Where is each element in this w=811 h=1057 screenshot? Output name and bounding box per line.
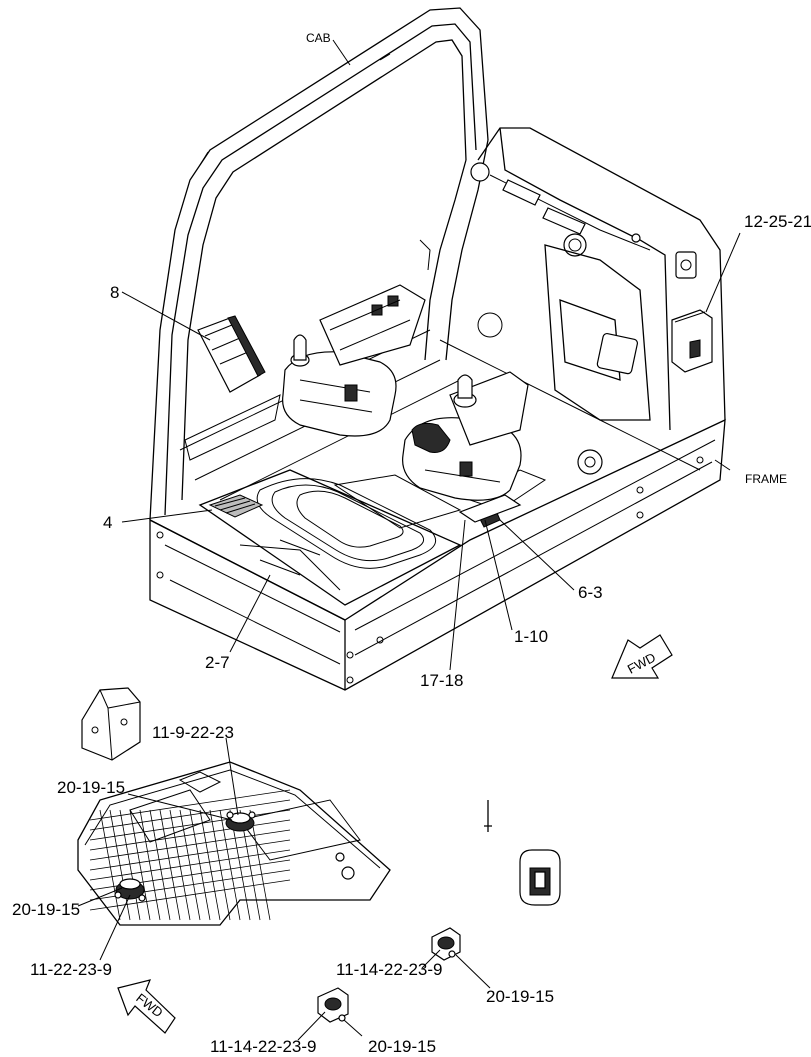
callout-8: 8: [110, 283, 119, 302]
callout-20-19-15-right: 20-19-15: [486, 987, 554, 1006]
callout-17-18: 17-18: [420, 671, 463, 690]
mount-bottom: [317, 987, 349, 1023]
fwd-arrow-upper: [611, 634, 673, 679]
callout-11-14-22-23-9-a: 11-14-22-23-9: [336, 960, 442, 979]
mount-top: [225, 811, 256, 832]
grid-pattern: [89, 789, 291, 921]
cab-frame: [149, 7, 726, 521]
callout-2-7: 2-7: [205, 653, 230, 672]
part-8-box: [197, 315, 266, 393]
callout-11-14-22-23-9-b: 11-14-22-23-9: [210, 1037, 316, 1056]
bracket-line: [484, 800, 492, 832]
callout-1-10: 1-10: [514, 627, 548, 646]
callout-20-19-15-bottom: 20-19-15: [368, 1037, 436, 1056]
base-frame: [149, 239, 726, 691]
console-assembly: [282, 284, 603, 501]
callout-11-9-22-23: 11-9-22-23: [152, 723, 234, 742]
floor-plate: [198, 469, 462, 606]
callout-20-19-15-left: 20-19-15: [12, 900, 80, 919]
part-12-25-21-switch: [671, 309, 713, 373]
fwd-arrow-lower: [117, 979, 176, 1034]
label-cab: CAB: [306, 31, 331, 45]
label-frame: FRAME: [745, 472, 787, 486]
callout-6-3: 6-3: [578, 583, 603, 602]
callout-12-25-21: 12-25-21: [744, 212, 811, 231]
mount-right: [431, 927, 461, 961]
callout-4: 4: [103, 513, 112, 532]
lower-floor-mat: [77, 761, 391, 926]
callout-20-19-15-top: 20-19-15: [57, 778, 125, 797]
hook-bracket: [519, 849, 561, 906]
part-4-cover: [208, 494, 264, 518]
callout-11-22-23-9: 11-22-23-9: [30, 960, 112, 979]
leader-lines: [77, 39, 741, 1041]
lower-cube-part: [81, 687, 141, 761]
